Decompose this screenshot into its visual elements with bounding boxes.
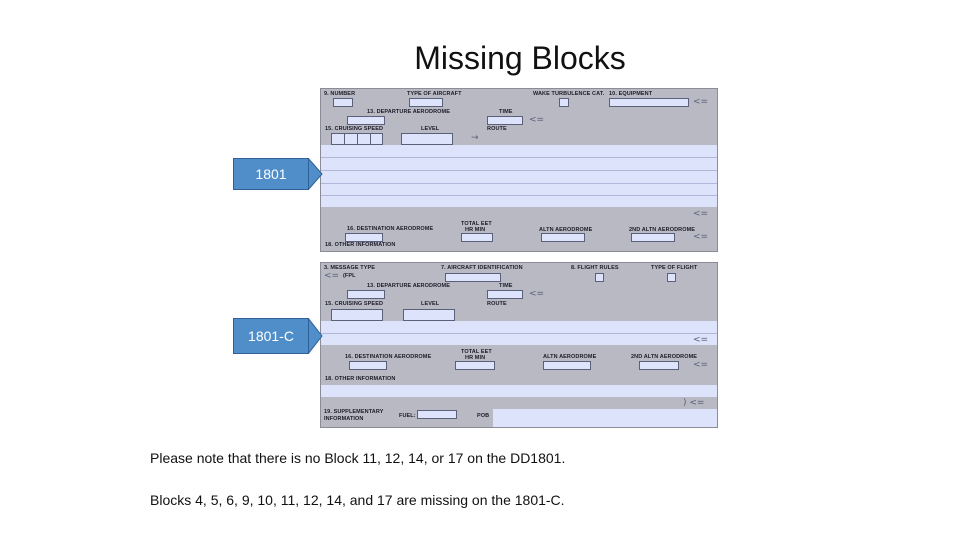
altn-field[interactable] <box>543 361 591 370</box>
label-type-flight: TYPE OF FLIGHT <box>651 265 698 271</box>
label-time: TIME <box>499 283 513 289</box>
arrow-icon: <= <box>693 335 709 345</box>
label-total-eet: TOTAL EET <box>461 221 492 227</box>
flight-rules-field[interactable] <box>595 273 604 282</box>
label-level: LEVEL <box>421 126 440 132</box>
arrow-icon: <= <box>693 232 709 242</box>
note-dd1801: Please note that there is no Block 11, 1… <box>150 450 566 466</box>
label-information: INFORMATION <box>324 416 364 422</box>
label-destination: 16. DESTINATION AERODROME <box>347 226 434 232</box>
label-destination: 16. DESTINATION AERODROME <box>345 354 432 360</box>
label-flight-rules: 8. FLIGHT RULES <box>571 265 619 271</box>
label-cruising: 15. CRUISING SPEED <box>325 301 384 307</box>
cruising-field[interactable] <box>331 309 383 321</box>
label-time: TIME <box>499 109 513 115</box>
label-total-eet: TOTAL EET <box>461 349 492 355</box>
arrow-icon: <= <box>693 360 709 370</box>
wake-field[interactable] <box>559 98 569 107</box>
aircraft-id-field[interactable] <box>445 273 501 282</box>
label-supplementary: 19. SUPPLEMENTARY <box>324 409 384 415</box>
arrow-icon: <= <box>693 209 709 219</box>
departure-field[interactable] <box>347 116 385 125</box>
equipment-field[interactable] <box>609 98 689 107</box>
arrow-icon: <= <box>529 289 545 299</box>
label-departure: 13. DEPARTURE AERODROME <box>367 283 450 289</box>
label-route: ROUTE <box>487 126 507 132</box>
fuel-field[interactable] <box>417 410 457 419</box>
label-altn: ALTN AERODROME <box>543 354 597 360</box>
label-cruising: 15. CRUISING SPEED <box>325 126 384 132</box>
altn2-field[interactable] <box>639 361 679 370</box>
callout-1801c: 1801-C <box>233 318 323 354</box>
label-route: ROUTE <box>487 301 507 307</box>
arrow-icon: <= <box>324 271 340 281</box>
other-info-field[interactable] <box>321 385 717 397</box>
type-aircraft-field[interactable] <box>409 98 443 107</box>
route-field[interactable] <box>321 145 717 207</box>
altn2-field[interactable] <box>631 233 675 242</box>
label-wake-turbulence: WAKE TURBULENCE CAT. <box>533 91 605 97</box>
label-other-info: 18. OTHER INFORMATION <box>325 242 396 248</box>
label-hr-min: HR MIN <box>465 355 486 361</box>
type-flight-field[interactable] <box>667 273 676 282</box>
label-altn2: 2ND ALTN AERODROME <box>631 354 698 360</box>
label-message-type: 3. MESSAGE TYPE <box>324 265 376 271</box>
label-other-info: 18. OTHER INFORMATION <box>325 376 396 382</box>
label-type-aircraft: TYPE OF AIRCRAFT <box>407 91 462 97</box>
label-hr-min: HR MIN <box>465 227 486 233</box>
callout-1801-label: 1801 <box>233 158 309 190</box>
label-pob: POB <box>477 413 490 419</box>
label-altn: ALTN AERODROME <box>539 227 593 233</box>
time-field[interactable] <box>487 290 523 299</box>
label-equipment: 10. EQUIPMENT <box>609 91 653 97</box>
altn-field[interactable] <box>541 233 585 242</box>
callout-1801: 1801 <box>233 158 323 190</box>
arrow-icon: → <box>471 133 479 143</box>
total-eet-field[interactable] <box>455 361 495 370</box>
destination-field[interactable] <box>345 233 383 242</box>
level-field[interactable] <box>403 309 455 321</box>
label-aircraft-id: 7. AIRCRAFT IDENTIFICATION <box>441 265 523 271</box>
level-field[interactable] <box>401 133 453 145</box>
label-fuel: FUEL: <box>399 413 416 419</box>
label-fpl: (FPL <box>343 273 356 279</box>
label-number: 9. NUMBER <box>324 91 356 97</box>
label-departure: 13. DEPARTURE AERODROME <box>367 109 450 115</box>
number-field[interactable] <box>333 98 353 107</box>
arrow-icon: <= <box>693 97 709 107</box>
pob-field[interactable] <box>493 409 717 427</box>
total-eet-field[interactable] <box>461 233 493 242</box>
arrow-icon: <= <box>529 115 545 125</box>
slide-title: Missing Blocks <box>414 40 626 76</box>
form-1801c-image: 3. MESSAGE TYPE 7. AIRCRAFT IDENTIFICATI… <box>320 262 718 428</box>
arrow-icon: ) <= <box>683 398 705 408</box>
label-altn2: 2ND ALTN AERODROME <box>629 227 696 233</box>
callout-1801c-label: 1801-C <box>233 318 309 354</box>
time-field[interactable] <box>487 116 523 125</box>
destination-field[interactable] <box>349 361 387 370</box>
departure-field[interactable] <box>347 290 385 299</box>
label-level: LEVEL <box>421 301 440 307</box>
form-1801-image: 9. NUMBER TYPE OF AIRCRAFT WAKE TURBULEN… <box>320 88 718 252</box>
note-1801c: Blocks 4, 5, 6, 9, 10, 11, 12, 14, and 1… <box>150 492 565 508</box>
